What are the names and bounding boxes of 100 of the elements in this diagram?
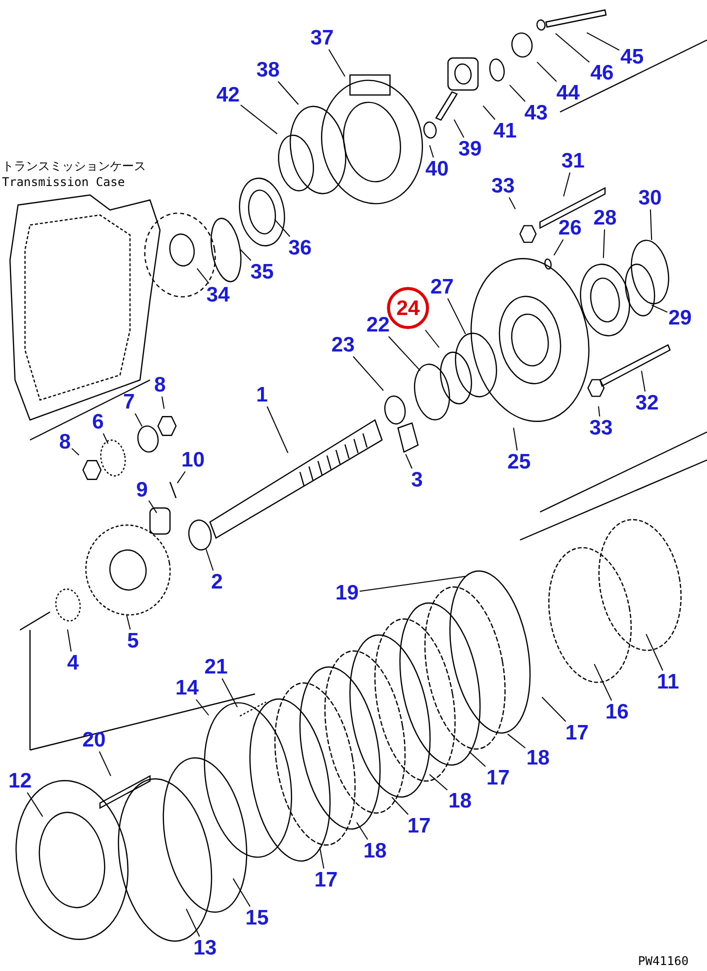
leader-line — [148, 500, 158, 514]
leader-line — [641, 370, 646, 392]
leader-line — [602, 229, 606, 258]
callout-number: 33 — [589, 418, 613, 438]
leader-line — [356, 822, 368, 840]
leader-line — [232, 878, 251, 907]
leader-line — [67, 628, 72, 652]
callout-number: 37 — [310, 28, 334, 48]
leader-line — [429, 774, 448, 790]
callout-number: 6 — [92, 412, 104, 432]
leader-line — [206, 548, 214, 571]
leader-line — [240, 249, 252, 261]
callout-number: 2 — [211, 572, 223, 592]
callout-number: 1 — [256, 384, 268, 406]
leader-line — [429, 144, 434, 158]
leader-line — [650, 209, 652, 240]
callout-number: 14 — [175, 678, 199, 698]
leader-line — [646, 634, 664, 671]
callout-number: 34 — [206, 284, 230, 306]
callout-number: 11 — [656, 672, 680, 692]
leader-line — [508, 197, 516, 210]
leader-line — [176, 471, 186, 484]
leader-line — [553, 239, 564, 256]
leader-line — [274, 218, 290, 237]
callout-number: 26 — [558, 218, 582, 238]
leader-line — [266, 406, 288, 454]
callout-number: 16 — [605, 702, 629, 722]
callout-number: 23 — [331, 334, 355, 356]
callout-number: 18 — [363, 840, 387, 862]
leader-line — [328, 49, 346, 77]
callout-number: 30 — [638, 188, 662, 208]
leader-line — [391, 796, 409, 815]
callout-number: 33 — [491, 176, 515, 196]
leader-line — [102, 433, 108, 444]
leader-line — [555, 32, 590, 63]
callout-number: 17 — [407, 816, 431, 836]
leader-line — [586, 32, 620, 51]
callout-number: 8 — [59, 432, 71, 452]
leader-line — [507, 734, 526, 748]
callout-number: 7 — [123, 392, 135, 412]
callout-number: 8 — [154, 374, 166, 396]
callout-number: 5 — [127, 630, 139, 652]
callout-number: 22 — [366, 314, 390, 336]
callout-number: 9 — [136, 480, 148, 500]
leader-line — [388, 336, 421, 372]
callout-number: 29 — [668, 308, 692, 328]
callout-number: 21 — [204, 656, 228, 678]
callout-number: 39 — [458, 138, 482, 160]
part-label: Transmission Case — [2, 176, 125, 188]
callout-number: 15 — [245, 908, 269, 928]
leader-line — [468, 750, 486, 767]
callout-number: 41 — [493, 120, 517, 142]
leader-line — [161, 396, 165, 410]
callout-number: 28 — [593, 208, 617, 228]
callout-number: 40 — [425, 158, 449, 180]
callout-number: 27 — [430, 276, 454, 298]
callout-number: 46 — [590, 62, 614, 84]
leader-line — [536, 62, 557, 82]
callout-number: 31 — [561, 150, 585, 172]
leader-line — [352, 356, 384, 392]
leader-line — [541, 696, 566, 722]
callout-number: 3 — [411, 470, 423, 490]
callout-number: 36 — [288, 238, 312, 258]
leader-line — [594, 664, 612, 701]
leader-line — [447, 298, 466, 335]
part-label: トランスミッションケース — [2, 160, 146, 172]
callout-number: 19 — [335, 582, 359, 604]
callout-number: 18 — [448, 790, 472, 812]
leader-line — [240, 104, 278, 134]
leader-line — [424, 330, 440, 348]
drawing-code: PW41160 — [638, 955, 689, 967]
leader-line — [509, 84, 526, 102]
callout-number: 43 — [524, 102, 548, 124]
leader-line — [196, 268, 210, 284]
callout-number: 38 — [256, 60, 280, 80]
callout-number: 17 — [486, 768, 510, 788]
leader-line — [71, 448, 80, 456]
leader-line — [222, 678, 238, 708]
leader-line — [513, 427, 518, 451]
callout-number: 17 — [565, 722, 589, 744]
callout-number: 4 — [67, 652, 79, 674]
leader-line — [186, 908, 200, 937]
callout-number: 18 — [526, 748, 550, 768]
callout-number: 32 — [635, 392, 659, 414]
callout-number: 35 — [250, 262, 274, 282]
callout-number: 42 — [216, 84, 240, 106]
leader-line — [405, 454, 412, 469]
leader-line — [651, 304, 668, 313]
leader-line — [98, 751, 112, 776]
callout-number: 12 — [8, 770, 32, 792]
callout-number: 44 — [556, 82, 580, 104]
leader-line — [134, 413, 143, 427]
leader-line — [196, 699, 210, 716]
callout-number: 25 — [507, 452, 531, 472]
leader-line — [454, 119, 464, 138]
callout-number: 24 — [387, 287, 429, 329]
callout-number: 45 — [620, 46, 644, 68]
leader-line — [126, 614, 131, 630]
callout-number: 10 — [181, 450, 205, 470]
callout-number: 17 — [314, 870, 338, 890]
